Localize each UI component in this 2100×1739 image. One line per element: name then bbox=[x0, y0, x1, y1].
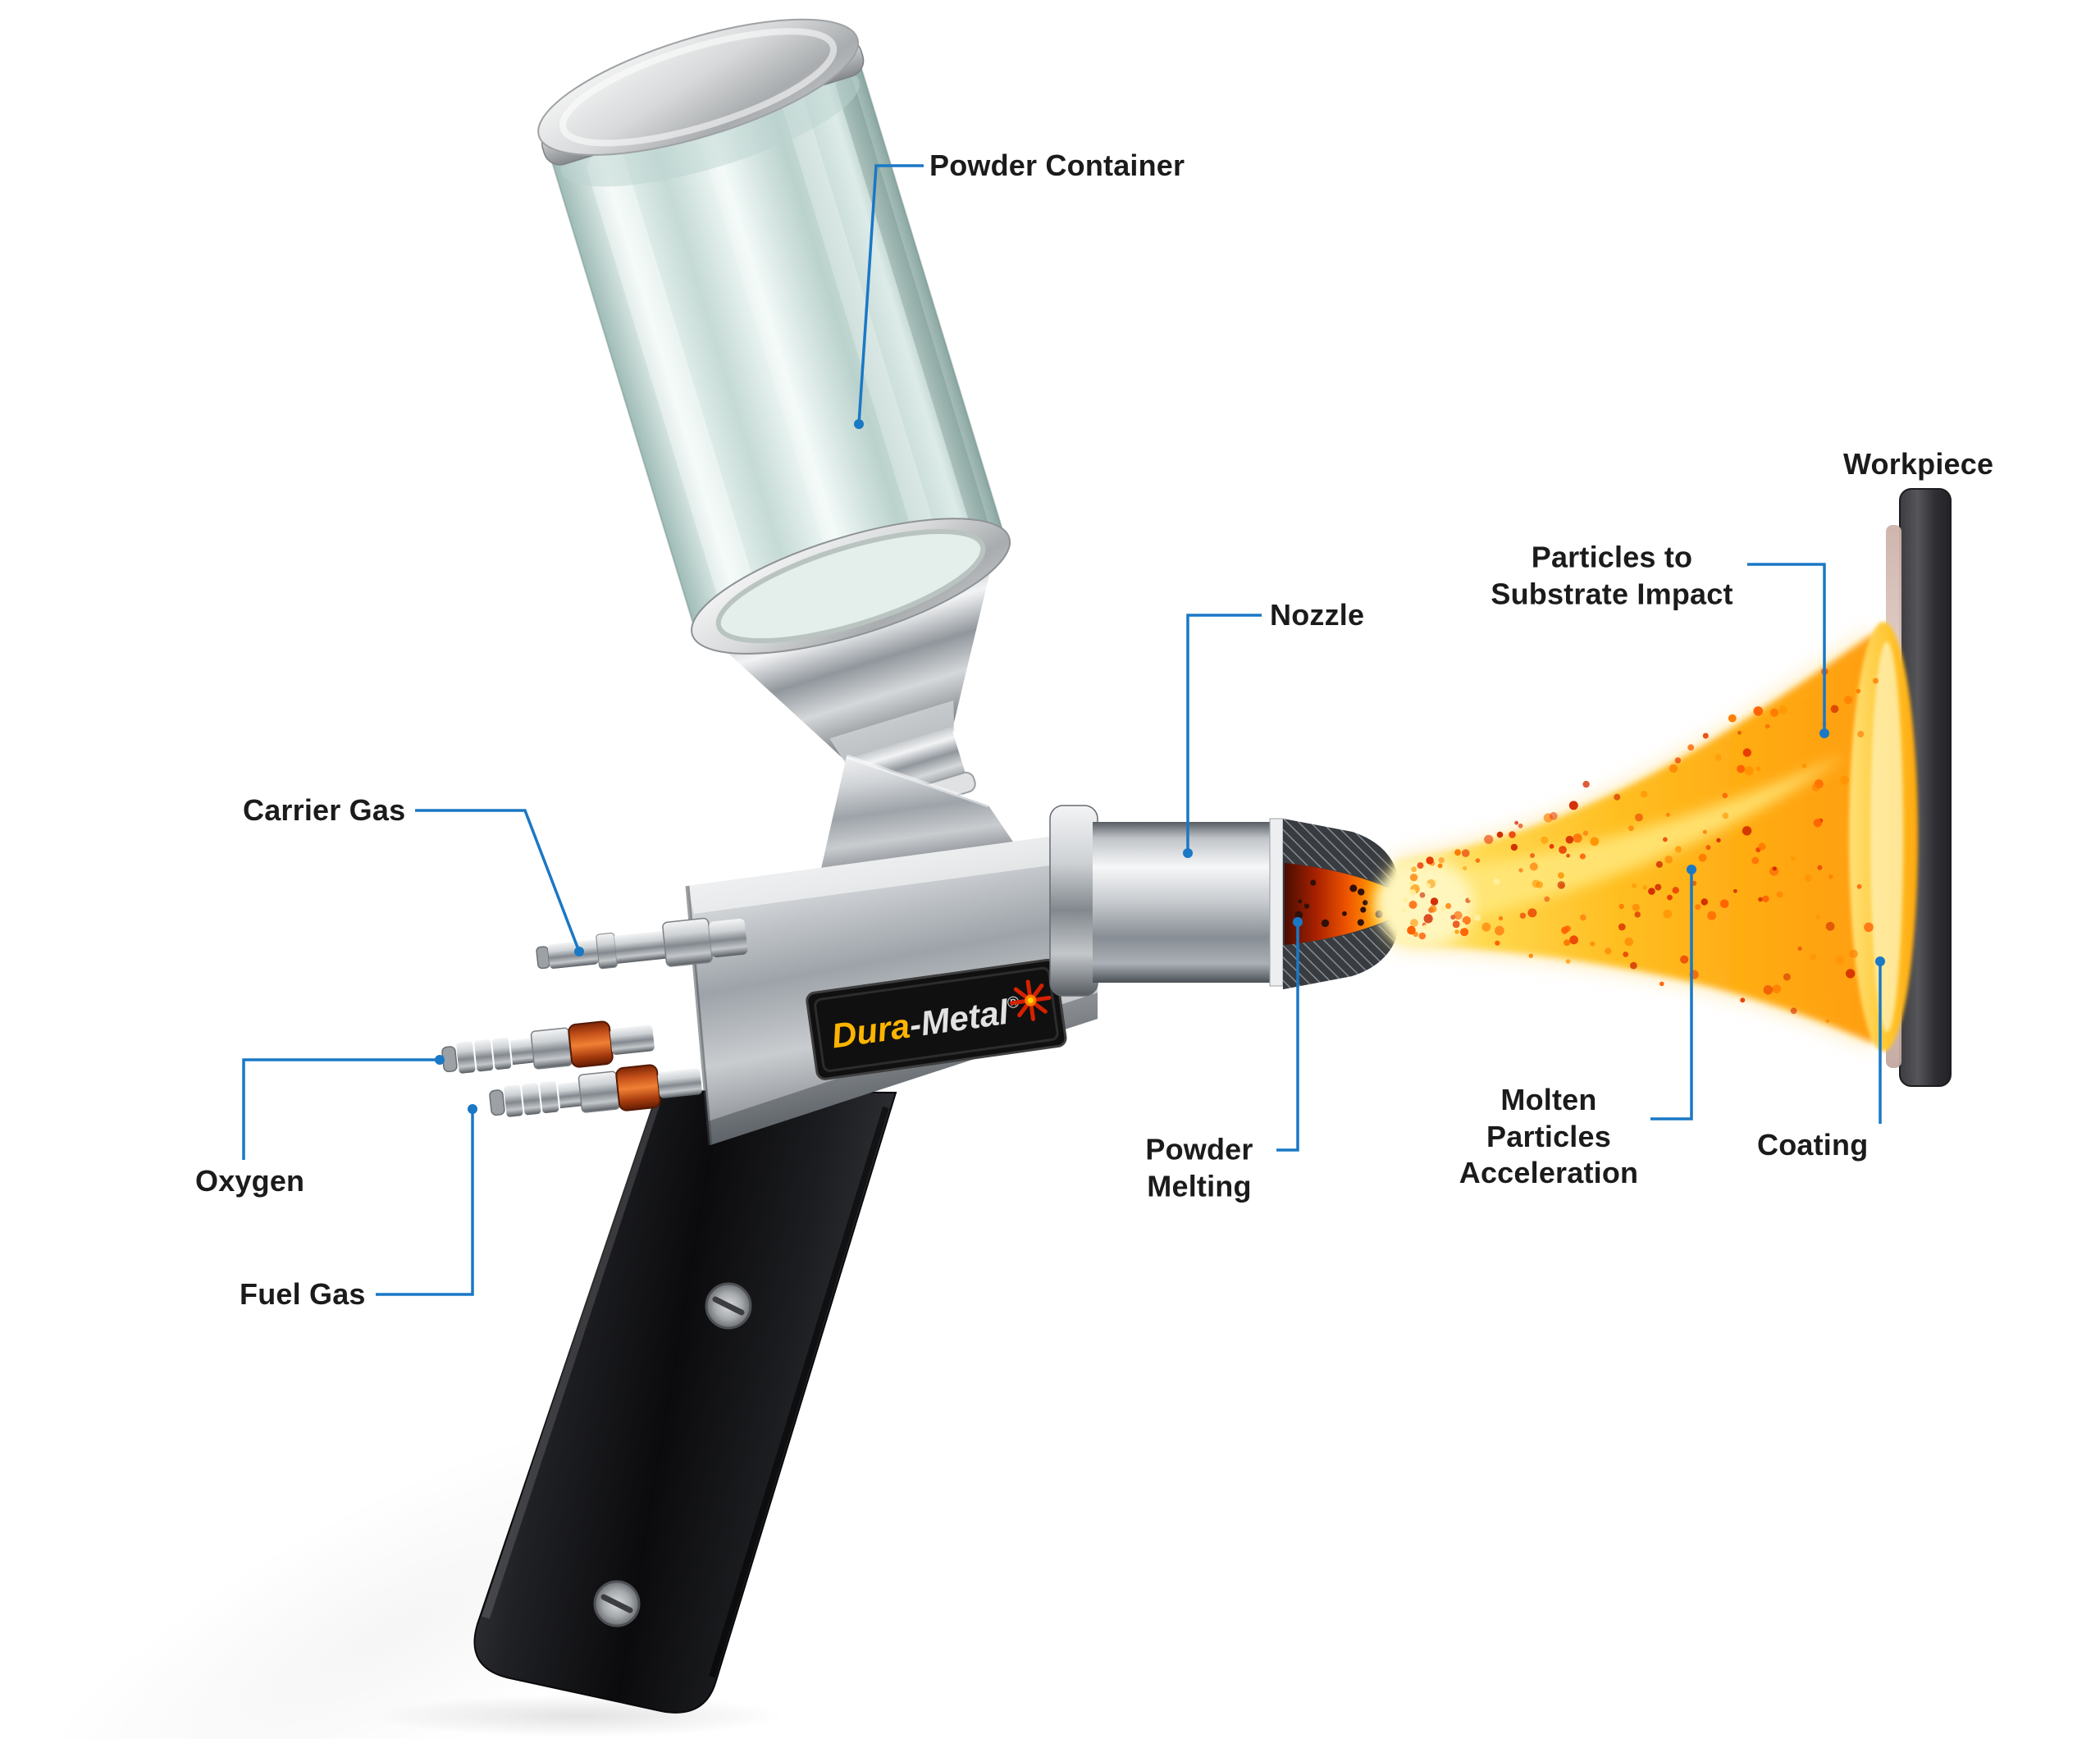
leader-carrier-gas bbox=[415, 809, 581, 952]
handle-screw-top bbox=[705, 1282, 752, 1330]
label-powder-container: Powder Container bbox=[929, 148, 1185, 182]
label-powder-melting: Powder Melting bbox=[1145, 1132, 1253, 1203]
powder-container-graphic bbox=[537, 18, 1011, 824]
workpiece-graphic bbox=[1849, 488, 1952, 1087]
nozzle-particles bbox=[1294, 879, 1383, 928]
label-carrier-gas: Carrier Gas bbox=[243, 793, 406, 827]
muzzle-flash bbox=[1375, 861, 1473, 947]
label-particles-to-substrate-impact: Particles to Substrate Impact bbox=[1491, 540, 1733, 610]
carrier-gas-fitting-graphic bbox=[536, 917, 748, 970]
leader-nozzle bbox=[1186, 614, 1262, 853]
handle-graphic bbox=[473, 1089, 897, 1714]
leader-powder-container bbox=[857, 164, 924, 425]
label-coating: Coating bbox=[1757, 1128, 1869, 1162]
label-fuel-gas: Fuel Gas bbox=[240, 1277, 366, 1311]
label-molten-particles-acceleration: Molten Particles Acceleration bbox=[1459, 1083, 1639, 1190]
handle-screw-bottom bbox=[593, 1580, 641, 1627]
starburst-icon bbox=[1010, 979, 1052, 1021]
leader-molten-acceleration bbox=[1650, 870, 1693, 1121]
molten-particle-field bbox=[1402, 668, 1879, 1023]
label-nozzle: Nozzle bbox=[1270, 598, 1365, 632]
leader-particles-impact bbox=[1747, 563, 1826, 733]
label-oxygen: Oxygen bbox=[195, 1164, 305, 1198]
label-workpiece: Workpiece bbox=[1843, 447, 1994, 481]
leader-fuel-gas bbox=[376, 1109, 474, 1296]
leader-lines bbox=[242, 164, 1882, 1296]
leader-oxygen bbox=[242, 1058, 440, 1160]
nozzle-graphic bbox=[1049, 805, 1415, 997]
flame-spray-graphic bbox=[1375, 633, 1883, 1043]
leader-powder-melting bbox=[1276, 922, 1299, 1152]
brand-badge: Dura-Metal® bbox=[806, 958, 1067, 1080]
leader-dots bbox=[435, 419, 1885, 1114]
gun-body-graphic: Dura-Metal® bbox=[685, 830, 1098, 1146]
